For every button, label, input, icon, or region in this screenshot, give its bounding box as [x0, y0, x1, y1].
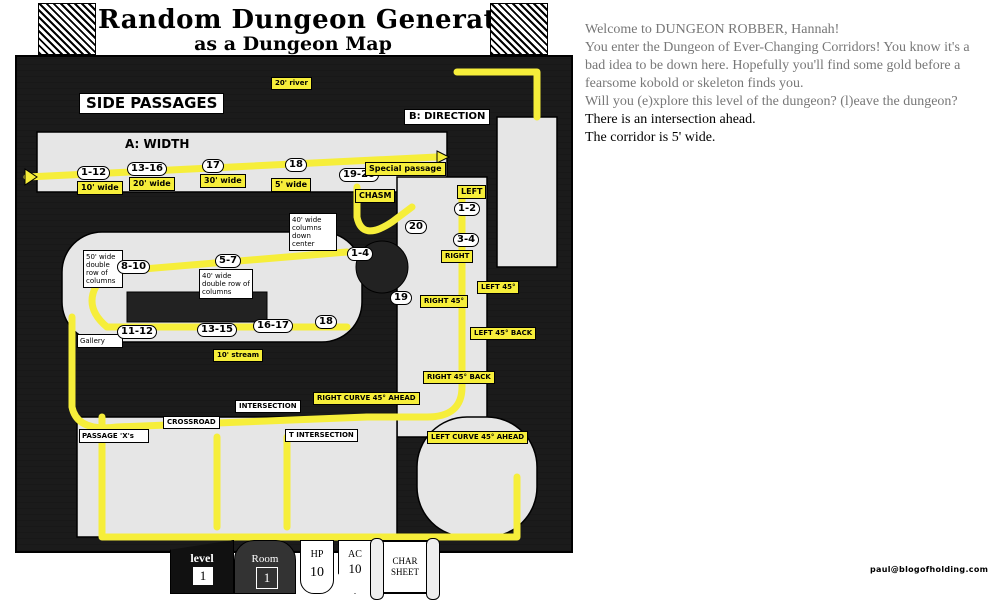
banner-ornament-left — [38, 3, 96, 55]
direction-left45: LEFT 45° — [477, 281, 520, 294]
width-roll-1: 1-12 — [77, 166, 111, 180]
direction-roll-2: 3-4 — [453, 233, 480, 247]
direction-leftcurve: LEFT CURVE 45° AHEAD — [427, 431, 529, 444]
direction-tintersection: T INTERSECTION — [285, 429, 358, 442]
hp-label: HP — [310, 549, 324, 560]
scroll-cap-right — [426, 538, 440, 600]
corridor-lower — [68, 313, 371, 432]
room-value: 1 — [256, 567, 278, 589]
direction-roll-1: 1-2 — [454, 202, 481, 216]
special-roll-6: 16-17 — [253, 319, 293, 333]
note-columns-40: 40' wide columns down center — [289, 213, 337, 251]
corridor-bottom-loop — [98, 413, 521, 541]
direction-left: LEFT — [457, 185, 487, 199]
map-corridors — [23, 68, 558, 541]
stone-block-far-right — [496, 116, 558, 268]
width-result-4: 5' wide — [271, 178, 312, 192]
width-roll-2: 13-16 — [127, 162, 167, 176]
hp-value: 10 — [310, 565, 324, 580]
note-gallery: Gallery — [77, 334, 123, 348]
note-columns-50: 50' wide double row of columns — [83, 250, 123, 288]
heading-direction: B: DIRECTION — [404, 109, 491, 125]
special-roll-9: 20 — [405, 220, 427, 234]
direction-intersection: INTERSECTION — [235, 400, 301, 413]
banner-ornament-right — [490, 3, 548, 55]
note-passage-x: PASSAGE 'X's — [79, 429, 149, 443]
log-line-welcome: Welcome to DUNGEON ROBBER, Hannah! — [585, 22, 840, 37]
map-title: Random Dungeon Generator — [98, 5, 529, 35]
width-roll-3: 17 — [202, 159, 224, 173]
width-result-2: 20' wide — [129, 177, 175, 191]
width-result-3: 30' wide — [200, 174, 246, 188]
credit-email: paul@blogofholding.com — [870, 565, 989, 574]
special-roll-2: 5-7 — [215, 254, 242, 268]
special-roll-7: 18 — [315, 315, 337, 329]
level-label: level — [190, 551, 214, 565]
level-value: 1 — [193, 567, 213, 585]
width-result-1: 10' wide — [77, 181, 123, 195]
char-sheet-label: CHAR SHEET — [391, 556, 419, 577]
special-roll-8: 19 — [390, 291, 412, 305]
log-line-intersection: There is an intersection ahead. — [585, 112, 756, 127]
special-roll-3: 8-10 — [117, 260, 151, 274]
ac-label: AC — [348, 549, 362, 560]
direction-right45: RIGHT 45° — [420, 295, 469, 308]
direction-crossroad: CROSSROAD — [163, 416, 220, 429]
direction-left45back: LEFT 45° BACK — [470, 327, 537, 340]
room-label: Room — [251, 553, 279, 565]
ac-value: 10 — [348, 561, 362, 576]
arrow-width-end — [436, 150, 451, 164]
level-indicator: level 1 — [170, 540, 234, 594]
log-line-corridor: The corridor is 5' wide. — [585, 130, 716, 145]
direction-right: RIGHT — [441, 250, 474, 263]
special-roll-5: 13-15 — [197, 323, 237, 337]
hp-indicator: HP 10 — [300, 540, 334, 594]
dungeon-map: SIDE PASSAGES B: DIRECTION A: WIDTH 1-12… — [15, 55, 573, 553]
width-roll-4: 18 — [285, 158, 307, 172]
direction-right45back: RIGHT 45° BACK — [423, 371, 495, 384]
heading-width: A: WIDTH — [125, 137, 190, 151]
corridor-direction-spine — [363, 193, 466, 421]
room-indicator: Room 1 — [234, 540, 296, 594]
label-chasm: CHASM — [355, 189, 396, 203]
note-columns-40-double: 40' wide double row of columns — [199, 269, 253, 299]
heading-side-passages: SIDE PASSAGES — [79, 93, 225, 114]
log-line-prompt: Will you (e)xplore this level of the dun… — [585, 94, 958, 109]
corridor-top-right — [453, 68, 541, 121]
label-stream: 10' stream — [213, 349, 264, 362]
special-roll-4: 11-12 — [117, 325, 157, 339]
width-result-5: Special passage — [365, 162, 446, 176]
arrow-width-start — [24, 168, 38, 186]
status-bar: level 1 Room 1 HP 10 AC 10 CHAR SHEET — [170, 536, 440, 600]
label-river: 20' river — [271, 77, 312, 90]
map-subtitle: as a Dungeon Map — [194, 33, 392, 55]
ac-indicator: AC 10 — [338, 540, 372, 594]
message-log: Welcome to DUNGEON ROBBER, Hannah! You e… — [585, 21, 985, 147]
direction-rightcurve: RIGHT CURVE 45° AHEAD — [313, 392, 420, 405]
log-line-intro: You enter the Dungeon of Ever-Changing C… — [585, 40, 970, 91]
corridor-chasm — [353, 183, 416, 235]
title-banner: Random Dungeon Generator as a Dungeon Ma… — [38, 3, 548, 57]
special-roll-1: 1-4 — [347, 247, 374, 261]
char-sheet-button[interactable]: CHAR SHEET — [370, 538, 440, 600]
